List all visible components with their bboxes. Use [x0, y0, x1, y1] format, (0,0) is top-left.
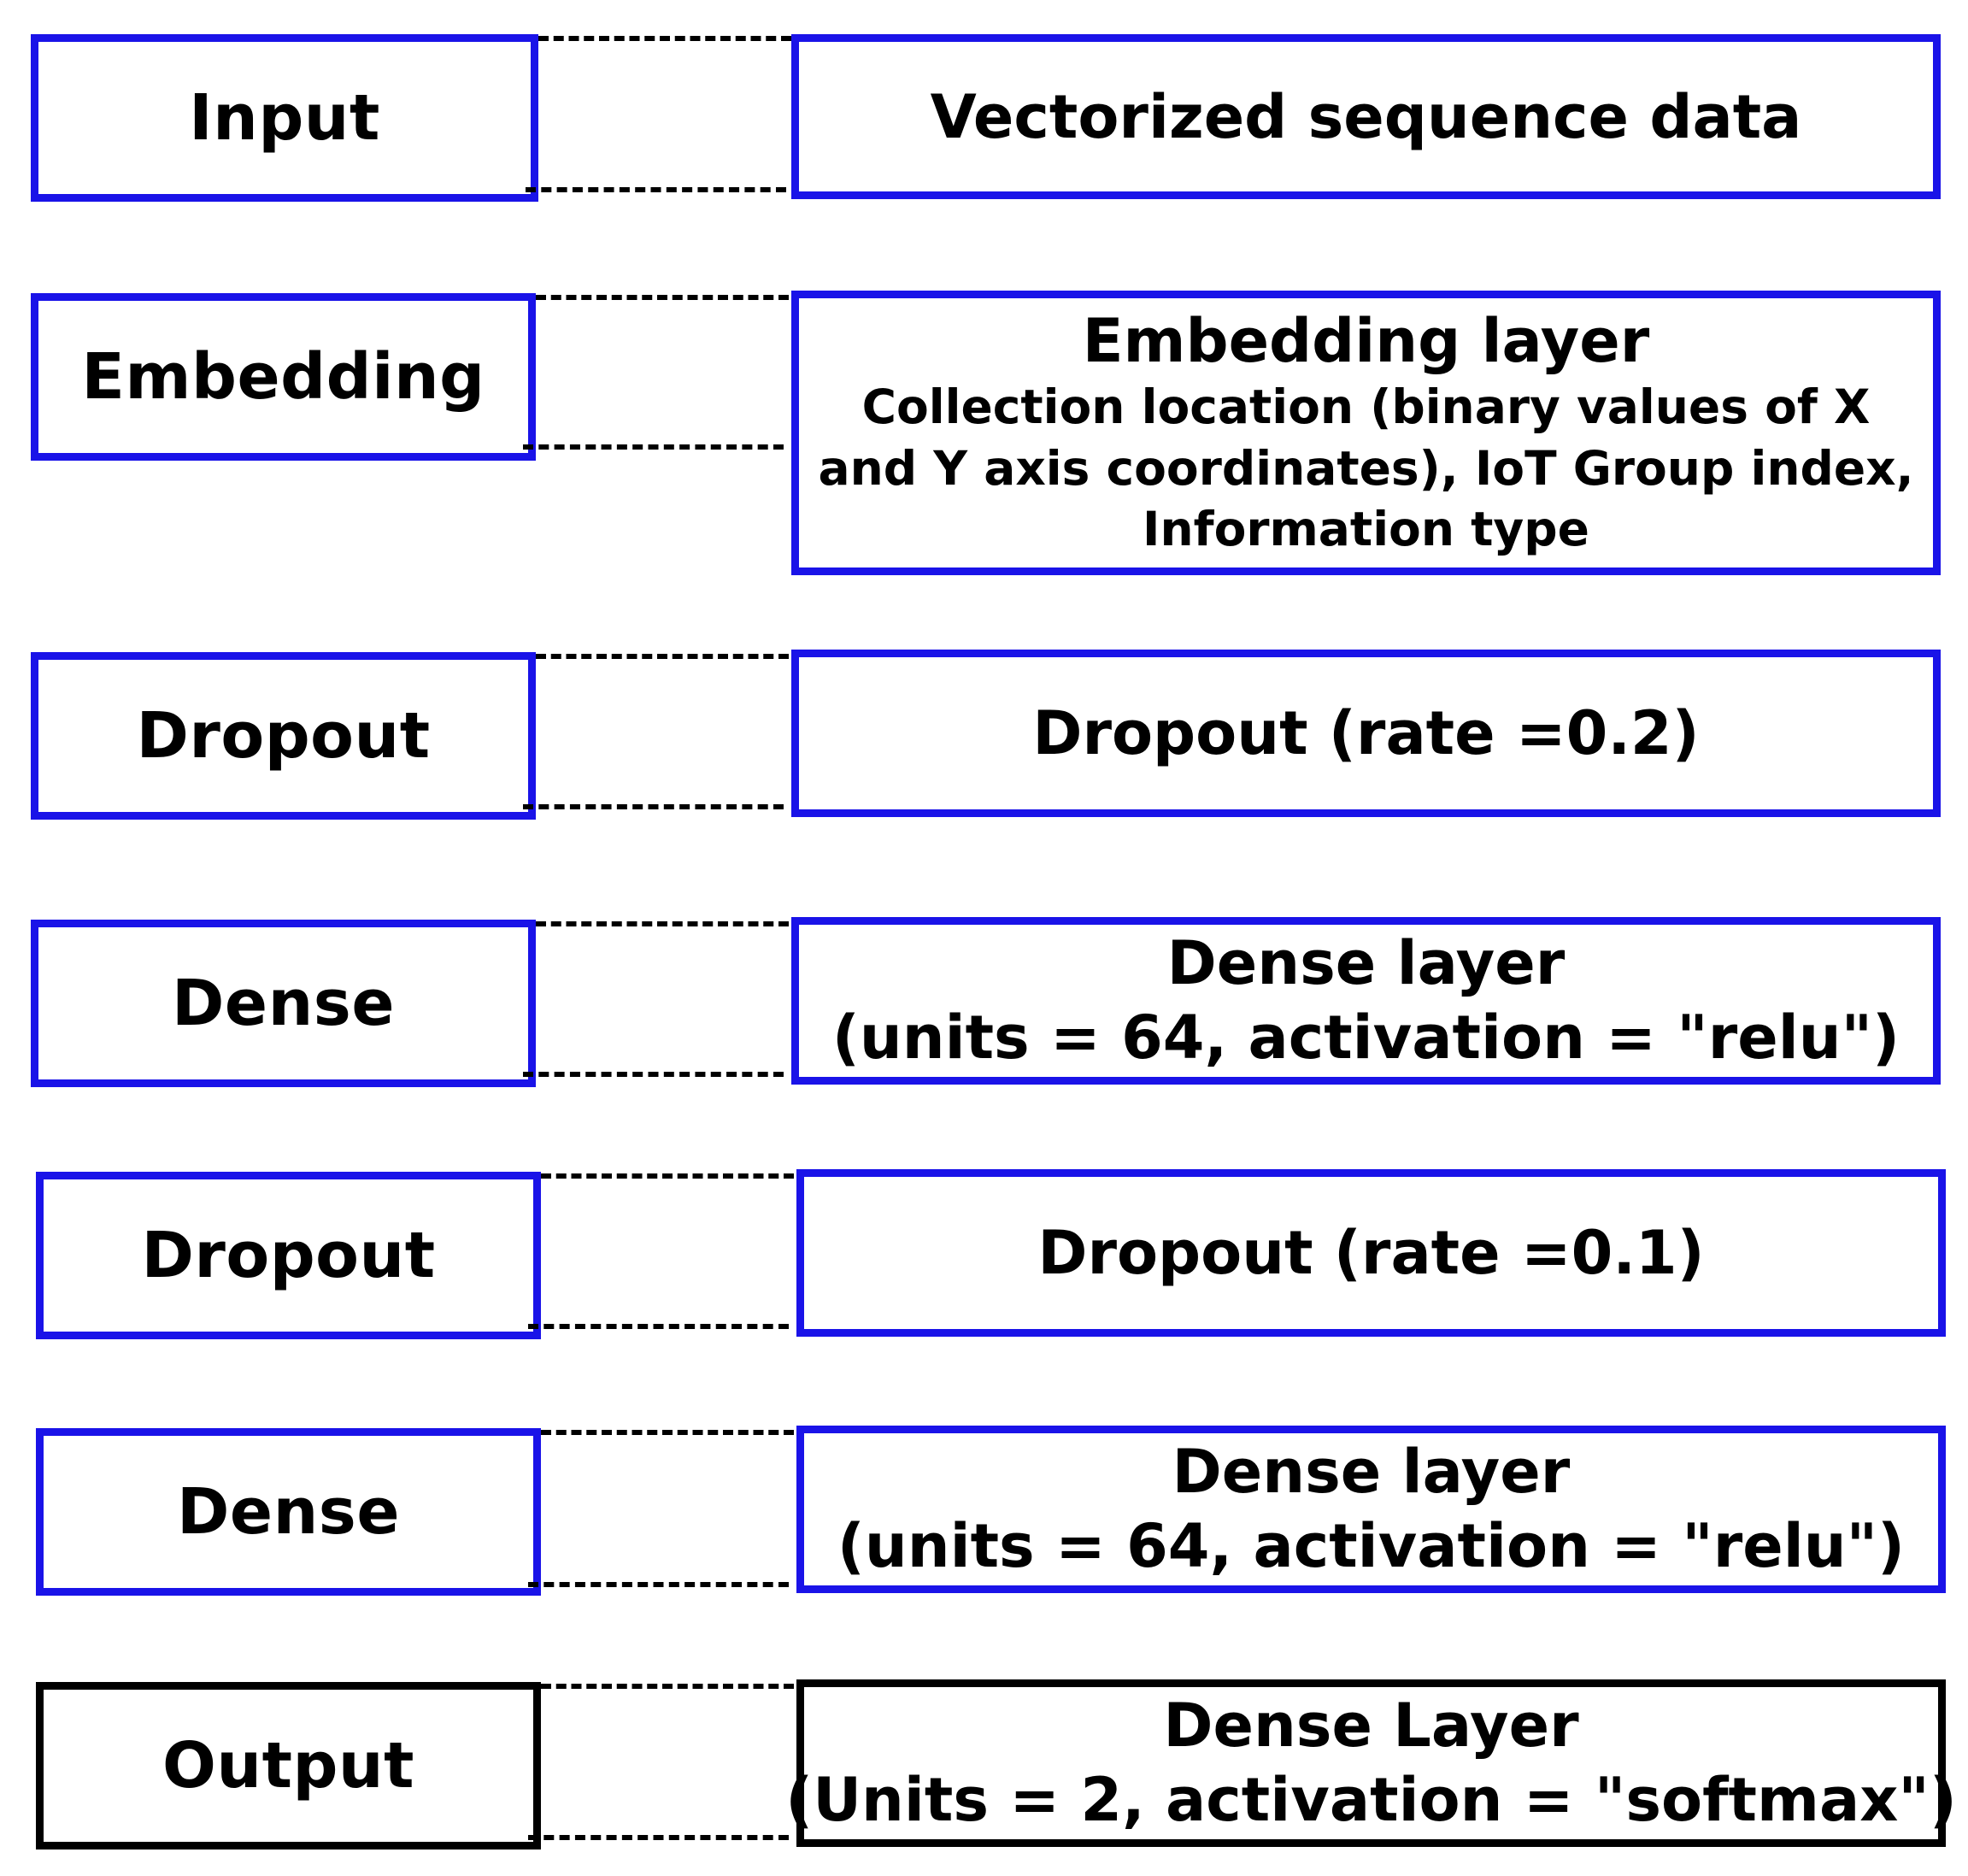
layer-detail-output: Dense Layer (Units = 2, activation = "so… — [785, 1679, 1957, 1847]
detail-params-output: (Units = 2, activation = "softmax") — [785, 1765, 1957, 1835]
layer-box-dense-2: Dense — [36, 1428, 541, 1596]
detail-title-dense-1: Dense layer — [1166, 927, 1566, 998]
layer-label-dropout-1: Dropout — [136, 699, 431, 773]
layer-label-embedding: Embedding — [81, 340, 485, 414]
detail-title-dense-2: Dense layer — [1172, 1436, 1571, 1507]
layer-label-dense-2: Dense — [176, 1475, 401, 1549]
detail-description-embedding: Collection location (binary values of X … — [818, 379, 1914, 557]
layer-detail-dropout-2: Dropout (rate =0.1) — [796, 1169, 1946, 1337]
layer-box-embedding: Embedding — [31, 293, 536, 461]
layer-detail-dropout-1: Dropout (rate =0.2) — [791, 650, 1941, 817]
connector-bottom-input — [526, 187, 786, 192]
connector-top-embedding — [536, 295, 789, 300]
layer-detail-input: Vectorized sequence data — [791, 34, 1941, 199]
connector-bottom-dropout-2 — [528, 1324, 789, 1329]
connector-top-output — [541, 1684, 794, 1689]
layer-box-dropout-2: Dropout — [36, 1172, 541, 1339]
connector-bottom-embedding — [523, 444, 784, 450]
layer-box-output: Output — [36, 1682, 541, 1850]
layer-detail-dense-1: Dense layer (units = 64, activation = "r… — [791, 917, 1941, 1085]
layer-box-dense-1: Dense — [31, 920, 536, 1087]
detail-line-dropout-1: Dropout (rate =0.2) — [1032, 698, 1700, 768]
connector-top-dense-1 — [536, 921, 789, 926]
connector-top-dropout-1 — [536, 654, 789, 659]
detail-line-input: Vectorized sequence data — [930, 81, 1802, 152]
detail-line-dropout-2: Dropout (rate =0.1) — [1037, 1218, 1705, 1288]
layer-label-output: Output — [162, 1729, 414, 1802]
connector-bottom-output — [528, 1835, 789, 1840]
detail-title-output: Dense Layer — [1163, 1690, 1579, 1761]
connector-top-input — [538, 36, 791, 41]
layer-box-input: Input — [31, 34, 538, 202]
connector-bottom-dropout-1 — [523, 804, 784, 809]
detail-title-embedding: Embedding layer — [1082, 306, 1650, 377]
connector-top-dense-2 — [541, 1430, 794, 1435]
layer-label-input: Input — [189, 81, 380, 155]
connector-bottom-dense-1 — [523, 1072, 784, 1077]
layer-label-dense-1: Dense — [171, 967, 396, 1040]
layer-box-dropout-1: Dropout — [31, 652, 536, 820]
connector-top-dropout-2 — [541, 1173, 794, 1179]
layer-label-dropout-2: Dropout — [141, 1219, 436, 1292]
layer-detail-embedding: Embedding layer Collection location (bin… — [791, 291, 1941, 575]
layer-detail-dense-2: Dense layer (units = 64, activation = "r… — [796, 1426, 1946, 1593]
detail-params-dense-2: (units = 64, activation = "relu") — [837, 1511, 1906, 1581]
detail-params-dense-1: (units = 64, activation = "relu") — [831, 1003, 1900, 1073]
connector-bottom-dense-2 — [528, 1582, 789, 1587]
